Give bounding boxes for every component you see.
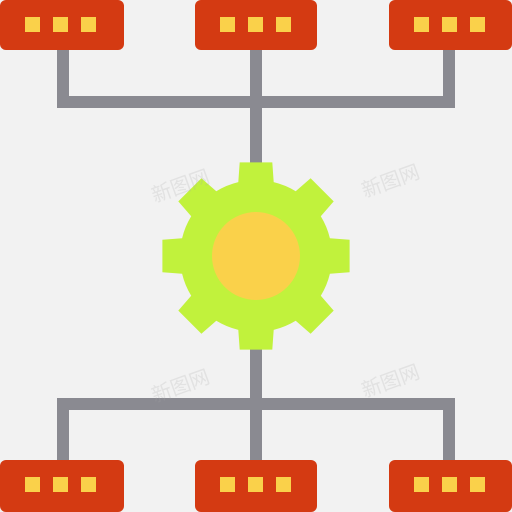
bottom-right-connector: [256, 398, 455, 470]
bottom-node-center: [195, 460, 317, 512]
top-node-center: [195, 0, 317, 50]
gear-center: [212, 212, 300, 300]
bottom-node-left: [0, 460, 124, 512]
top-node-left: [0, 0, 124, 50]
bottom-left-connector: [57, 398, 256, 470]
top-right-connector: [256, 40, 455, 108]
connector-lines: [57, 40, 455, 470]
top-node-right: [389, 0, 512, 50]
top-left-connector: [57, 40, 256, 108]
gear-icon: [162, 162, 350, 350]
bottom-node-right: [389, 460, 512, 512]
